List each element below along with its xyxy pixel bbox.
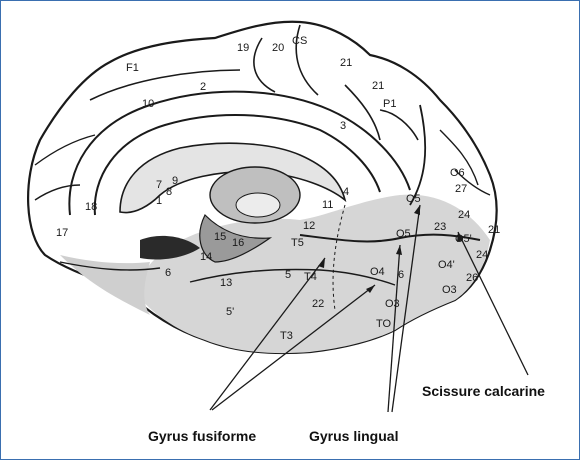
caption-scissure-calcarine: Scissure calcarine [422, 383, 545, 399]
label-1: 1 [156, 195, 162, 207]
label-7: 7 [156, 179, 162, 191]
label-17: 17 [56, 227, 68, 239]
label-23: 23 [434, 221, 446, 233]
label-o4: O4 [370, 266, 385, 278]
arrow-calcarine [458, 232, 528, 375]
label-t5: T5 [291, 237, 304, 249]
label-10: 10 [142, 98, 154, 110]
label-18: 18 [85, 201, 97, 213]
label-9: 9 [172, 175, 178, 187]
label-o3-right: O3 [442, 284, 457, 296]
label-8: 8 [166, 186, 172, 198]
label-p1: P1 [383, 98, 396, 110]
label-14: 14 [200, 251, 212, 263]
label-26: 26 [466, 272, 478, 284]
label-t4: T4 [304, 271, 317, 283]
label-15: 15 [214, 231, 226, 243]
label-o5-prime: O5' [455, 233, 472, 245]
label-5-prime: 5' [226, 306, 234, 318]
label-to: TO [376, 318, 392, 330]
label-27: 27 [455, 183, 467, 195]
label-21-side: 21 [488, 224, 500, 236]
label-4: 4 [343, 186, 349, 198]
label-12: 12 [303, 220, 315, 232]
label-19: 19 [237, 42, 249, 54]
label-24: 24 [458, 209, 470, 221]
label-o5-mid: O5 [396, 228, 411, 240]
label-20: 20 [272, 42, 284, 54]
label-cs: CS [292, 35, 307, 47]
label-21-top: 21 [340, 57, 352, 69]
label-o3-low: O3 [385, 298, 400, 310]
label-o6: O6 [450, 167, 465, 179]
label-16: 16 [232, 237, 244, 249]
label-3: 3 [340, 120, 346, 132]
label-2: 2 [200, 81, 206, 93]
label-6-left: 6 [165, 267, 171, 279]
label-5: 5 [285, 269, 291, 281]
label-11: 11 [322, 199, 333, 211]
thalamus-inner [236, 193, 280, 217]
label-f1: F1 [126, 62, 139, 74]
label-13: 13 [220, 277, 232, 289]
label-o5-top: O5 [406, 193, 421, 205]
caption-gyrus-fusiforme: Gyrus fusiforme [148, 428, 256, 444]
label-o4-prime: O4' [438, 259, 455, 271]
label-t3: T3 [280, 330, 293, 342]
label-24-prime: 24' [476, 249, 490, 261]
caption-gyrus-lingual: Gyrus lingual [309, 428, 398, 444]
label-6-right: 6 [398, 269, 404, 281]
label-21-mid: 21 [372, 80, 384, 92]
label-22: 22 [312, 298, 324, 310]
